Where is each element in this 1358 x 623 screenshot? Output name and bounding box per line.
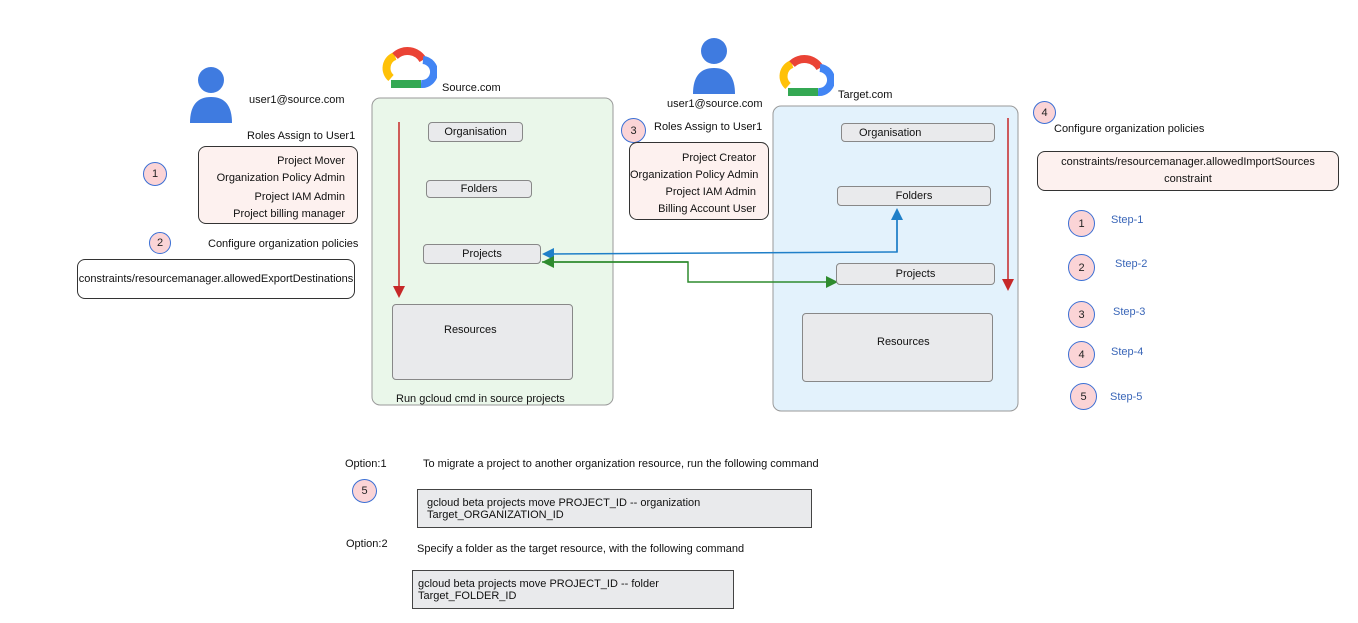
target-folders-node: Folders [837, 186, 991, 206]
option1-command: gcloud beta projects move PROJECT_ID -- … [427, 496, 701, 521]
role-item: Project IAM Admin [254, 191, 345, 203]
user-icon [190, 67, 232, 123]
source-organisation-node: Organisation [428, 122, 523, 142]
option2-command: gcloud beta projects move PROJECT_ID -- … [418, 577, 659, 602]
step-badge: 2 [149, 232, 171, 254]
legend-badge: 1 [1068, 210, 1095, 237]
role-item: Billing Account User [658, 203, 756, 215]
legend-badge: 4 [1068, 341, 1095, 368]
target-resources-label: Resources [877, 336, 930, 348]
target-resources-node: Resources [802, 313, 993, 382]
step-badge: 1 [143, 162, 167, 186]
role-item: Organization Policy Admin [630, 169, 759, 181]
source-resources-label: Resources [444, 324, 497, 336]
option1-description: To migrate a project to another organiza… [423, 458, 819, 470]
legend-badge: 5 [1070, 383, 1097, 410]
user-icon [693, 38, 735, 94]
target-policy-title: Configure organization policies [1054, 123, 1205, 135]
legend-badge: 3 [1068, 301, 1095, 328]
google-cloud-logo [779, 55, 834, 97]
source-policy-box: constraints/resourcemanager.allowedExpor… [77, 259, 355, 299]
legend-label: Step-4 [1111, 346, 1144, 358]
source-roles-title: Roles Assign to User1 [247, 130, 356, 142]
target-policy-box: constraints/resourcemanager.allowedImpor… [1037, 151, 1339, 191]
step-badge: 4 [1033, 101, 1056, 124]
source-folders-node: Folders [426, 180, 532, 198]
legend-label: Step-3 [1113, 306, 1146, 318]
option2-label: Option:2 [346, 538, 388, 550]
legend-label: Step-2 [1115, 258, 1148, 270]
role-item: Project Mover [277, 155, 345, 167]
google-cloud-logo [382, 47, 437, 89]
role-item: Organization Policy Admin [216, 172, 345, 184]
target-projects-node: Projects [836, 263, 995, 285]
source-policy-text: constraints/resourcemanager.allowedExpor… [78, 272, 354, 285]
option2-command-box: gcloud beta projects move PROJECT_ID -- … [412, 570, 734, 609]
role-item: Project Creator [682, 152, 756, 164]
source-resources-node: Resources [392, 304, 573, 380]
source-policy-title: Configure organization policies [208, 238, 359, 250]
target-policy-text: constraints/resourcemanager.allowedImpor… [1061, 156, 1315, 185]
legend-label: Step-1 [1111, 214, 1144, 226]
target-roles-title: Roles Assign to User1 [654, 121, 763, 133]
step-badge: 5 [352, 479, 377, 503]
legend-label: Step-5 [1110, 391, 1143, 403]
target-roles-box: Project Creator Organization Policy Admi… [629, 142, 769, 220]
option1-label: Option:1 [345, 458, 387, 470]
role-item: Project billing manager [233, 208, 345, 220]
source-projects-node: Projects [423, 244, 541, 264]
target-organisation-node: Organisation [841, 123, 995, 142]
legend-badge: 2 [1068, 254, 1095, 281]
target-user-email: user1@source.com [667, 98, 763, 110]
option1-command-box: gcloud beta projects move PROJECT_ID -- … [417, 489, 812, 528]
role-item: Project IAM Admin [665, 186, 756, 198]
step-badge: 3 [621, 118, 646, 143]
target-domain: Target.com [838, 89, 893, 101]
source-user-email: user1@source.com [249, 94, 345, 106]
option2-description: Specify a folder as the target resource,… [417, 543, 745, 555]
target-organisation-label: Organisation [859, 127, 922, 139]
source-domain: Source.com [442, 82, 501, 94]
source-footer-note: Run gcloud cmd in source projects [396, 393, 565, 405]
source-roles-box: Project Mover Organization Policy Admin … [198, 146, 358, 224]
